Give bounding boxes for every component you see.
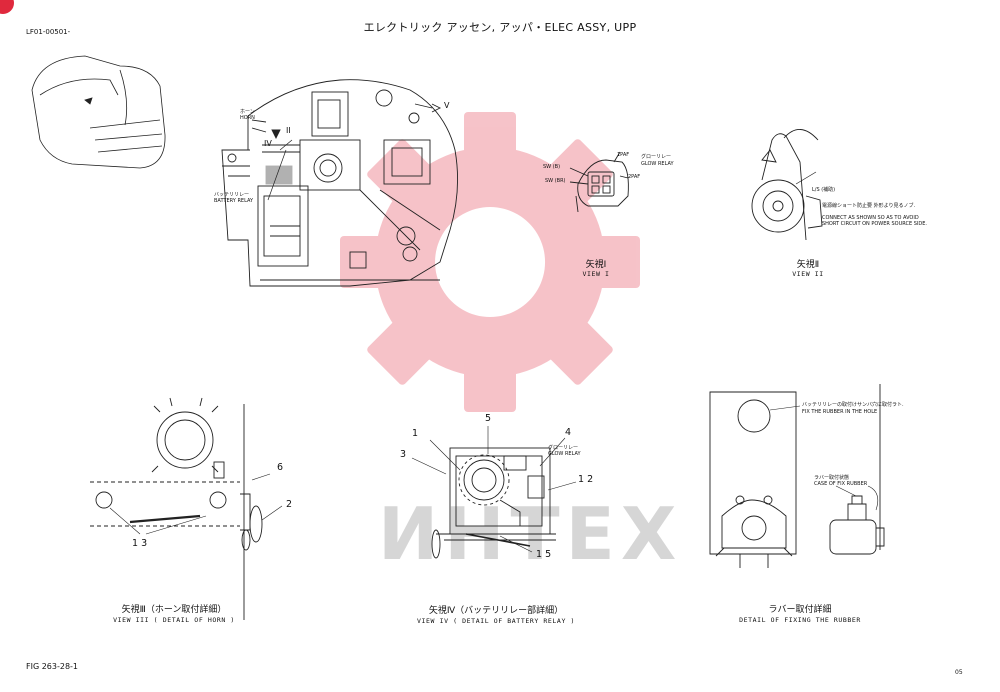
arrow-label-iv: IV	[264, 139, 272, 148]
page-number: 05	[955, 669, 963, 676]
view-4-glow-relay-jp: グローリレー	[548, 445, 579, 451]
view-1-caption-en: VIEW I	[582, 270, 610, 278]
arrow-label-ii: II	[286, 126, 291, 135]
label-2paf: 2PAF	[628, 174, 641, 180]
label-sw-b: SW (B)	[543, 164, 561, 170]
part-4: 4	[565, 427, 572, 438]
view-4-glow-relay-en: GLOW RELAY	[548, 451, 581, 457]
view-4-caption-jp: 矢視Ⅳ（バッテリリレー部詳細）	[428, 606, 564, 616]
view-5-caption-jp: ラバー取付詳細	[768, 605, 832, 615]
part-3: 3	[400, 449, 407, 460]
horn-label-jp: ホーン	[240, 109, 255, 115]
part-15: 1 5	[536, 549, 552, 560]
view-2-caption-jp: 矢視Ⅱ	[796, 260, 820, 270]
view-2-note-jp: 電源線ショート防止要 外形より見るノブ.	[822, 203, 916, 209]
battery-relay-label-jp: バッテリリレー	[214, 192, 250, 198]
view-2-note-en-1: CONNECT AS SHOWN SO AS TO AVOID	[822, 215, 919, 221]
arrow-label-v: V	[444, 101, 450, 110]
battery-relay-label-en: BATTERY RELAY	[214, 198, 254, 204]
horn-label-en: HORN	[240, 115, 255, 121]
part-13: 1 3	[132, 538, 148, 549]
view-3-caption-en: VIEW III ( DETAIL OF HORN )	[113, 616, 235, 624]
rubber-note-jp: バッテリリレーの取付けサンバ穴に取付ラト.	[802, 402, 904, 408]
rubber-fixing-detail	[709, 384, 885, 568]
rubber-note-en: FIX THE RUBBER IN THE HOLE	[802, 409, 878, 415]
view-3-horn-detail	[90, 397, 283, 620]
page-title: エレクトリック アッセン, アッパ・ELEC ASSY, UPP	[363, 21, 637, 34]
view-2-note-en-2: SHORT CIRCUIT ON POWER SOURCE SIDE.	[822, 221, 927, 227]
part-5: 5	[485, 413, 492, 424]
label-sw-br: SW (BR)	[545, 178, 566, 184]
view-2-tag: L/S (補助)	[812, 187, 836, 193]
machine-thumbnail-icon	[31, 55, 166, 169]
part-2: 2	[286, 499, 293, 510]
part-6: 6	[277, 462, 284, 473]
view-4-caption-en: VIEW IV ( DETAIL OF BATTERY RELAY )	[417, 617, 575, 625]
view-1-glow-relay	[569, 151, 629, 213]
label-1paf: 1PAF	[617, 152, 630, 158]
corner-marker	[0, 0, 14, 14]
rubber-note2-en: CASE OF FIX RUBBER	[814, 481, 868, 487]
view-2-caption-en: VIEW II	[792, 270, 824, 278]
label-glow-relay-jp: グローリレー	[641, 154, 672, 160]
part-12: 1 2	[578, 474, 594, 485]
part-1: 1	[412, 428, 419, 439]
view-3-caption-jp: 矢視Ⅲ（ホーン取付詳細）	[121, 605, 227, 615]
rubber-note2-jp: ラバー取付状態	[814, 475, 849, 481]
main-upper-view	[221, 79, 459, 287]
view-1-caption-jp: 矢視Ⅰ	[585, 260, 607, 270]
view-2-cable-routing	[751, 129, 823, 241]
label-glow-relay-en: GLOW RELAY	[641, 161, 674, 167]
view-5-caption-en: DETAIL OF FIXING THE RUBBER	[739, 616, 861, 624]
view-4-battery-relay-detail	[411, 426, 577, 559]
figure-number: FIG 263-28-1	[26, 662, 79, 671]
page-code: LF01-00501-	[26, 28, 71, 36]
